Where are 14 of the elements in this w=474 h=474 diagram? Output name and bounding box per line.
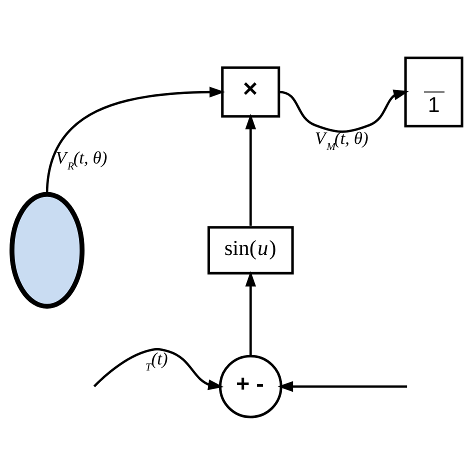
edge-label: V$_{M}$(t, θ) xyxy=(314,128,368,153)
arrow xyxy=(245,113,256,226)
node-circle: + - xyxy=(218,354,282,418)
edge-label: $_{T}$(t) xyxy=(145,348,168,374)
arrow xyxy=(93,348,224,390)
node-box: sin(u) xyxy=(207,226,294,274)
arrow xyxy=(245,270,256,356)
arrow xyxy=(46,86,225,194)
node-box: × xyxy=(221,66,280,118)
arrow xyxy=(278,380,408,392)
edge-label: V$_{R}$(t, θ) xyxy=(56,146,108,172)
node-ellipse xyxy=(10,191,85,308)
node-box: 1 xyxy=(404,56,464,127)
arrow xyxy=(278,89,409,132)
